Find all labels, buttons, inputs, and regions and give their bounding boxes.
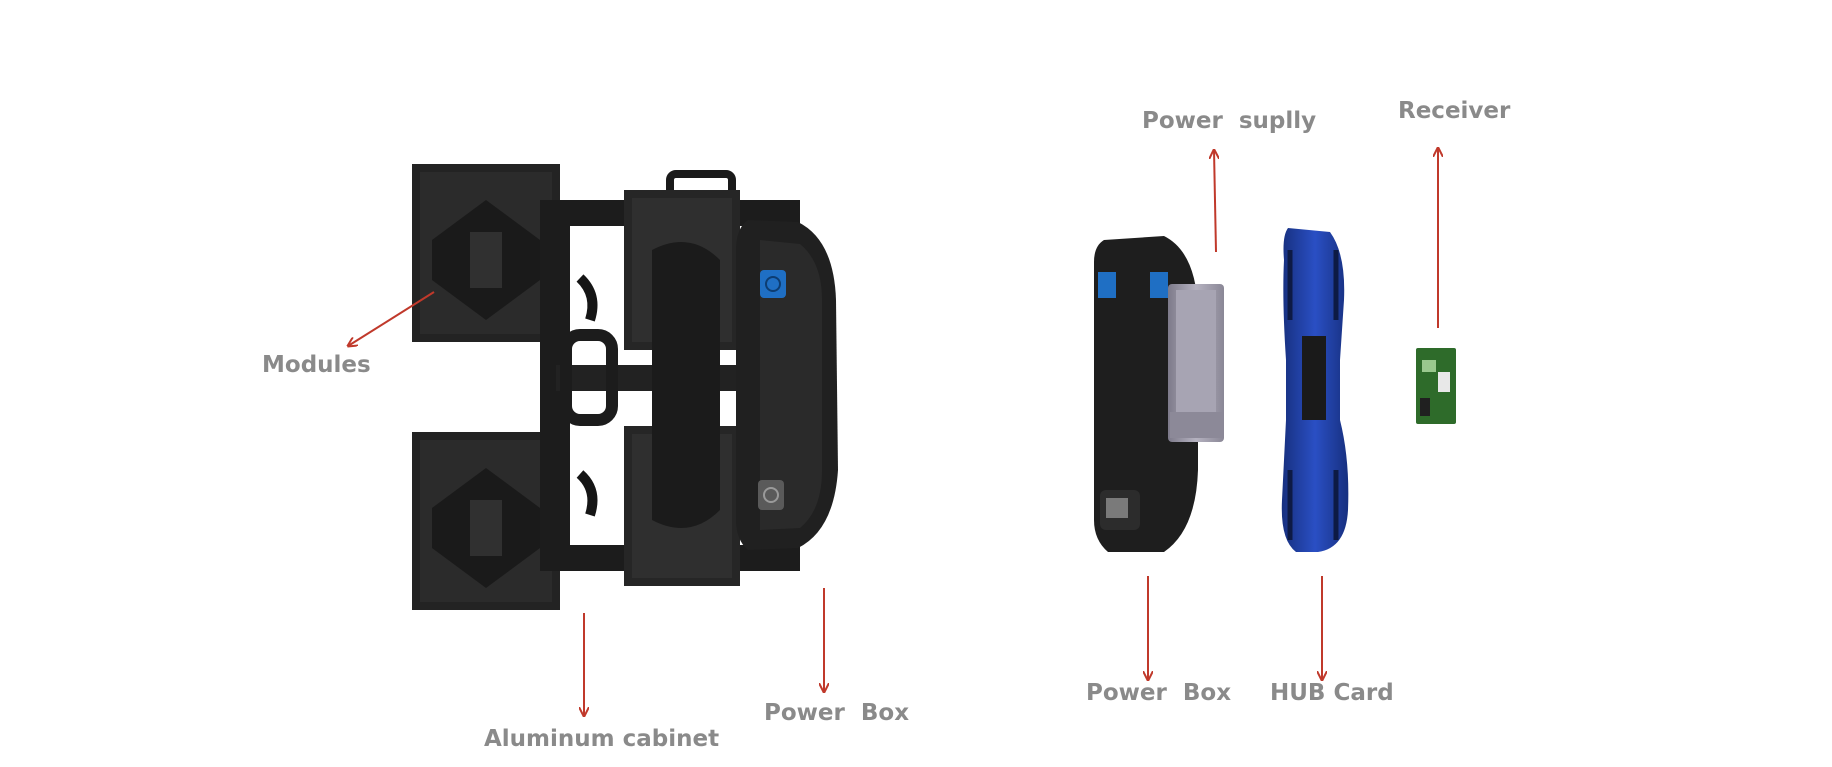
power-box-left (736, 220, 838, 550)
label-power-box-right: Power Box (1086, 680, 1232, 706)
module-panel-bottom (412, 432, 560, 610)
label-aluminum-cabinet: Aluminum cabinet (484, 726, 720, 752)
label-hub-card: HUB Card (1270, 680, 1394, 706)
led-cabinet-assembly (412, 164, 838, 610)
label-power-box-left: Power Box (764, 700, 910, 726)
label-receiver: Receiver (1398, 98, 1511, 124)
power-supply-unit (1168, 284, 1224, 442)
arrow-modules (348, 291, 435, 346)
module-panel-top (412, 164, 560, 342)
annotation-arrows (348, 148, 1438, 716)
hub-card-board (1281, 228, 1349, 552)
power-connector-blue-icon (760, 270, 786, 298)
power-connector-grey-icon (758, 480, 784, 510)
receiver-card-board (1416, 348, 1456, 424)
arrow-power-supply (1214, 150, 1216, 253)
label-modules: Modules (262, 352, 371, 378)
label-power-supply: Power suplly (1142, 108, 1317, 134)
cabinet-center-spine (652, 242, 720, 528)
